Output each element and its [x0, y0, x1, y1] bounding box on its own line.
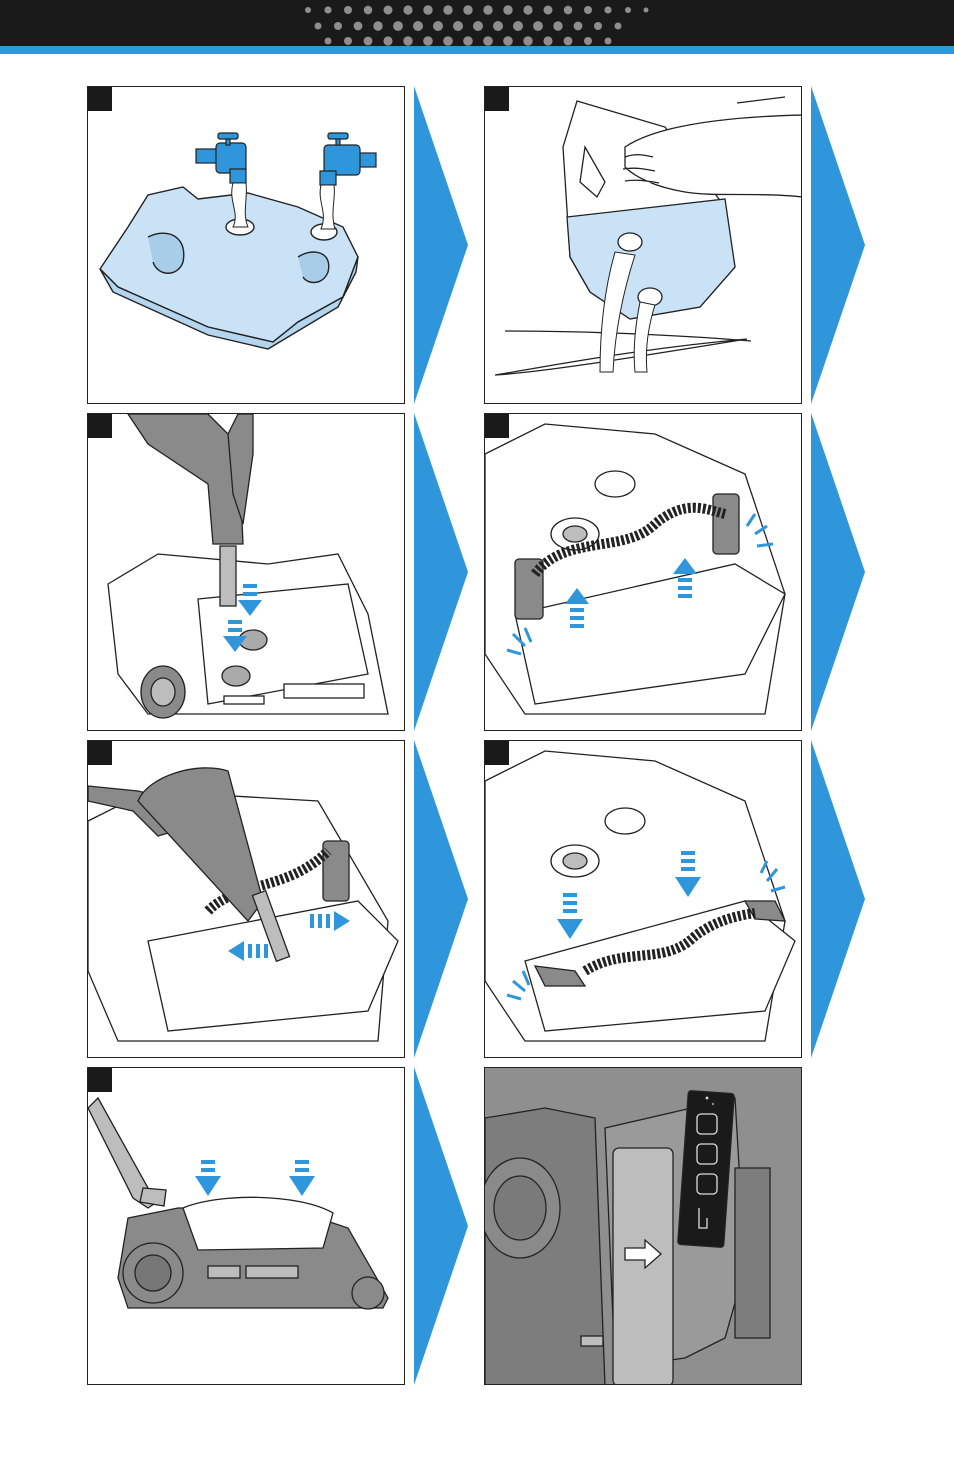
step-5-illustration: [88, 741, 405, 1058]
step-3-next-arrow: [411, 413, 471, 731]
step-3-panel: [87, 413, 405, 731]
step-3-illustration: [88, 414, 405, 731]
step-4-next-arrow: [808, 413, 868, 731]
step-5-panel: [87, 740, 405, 1058]
step-7-illustration: [88, 1068, 405, 1385]
header-accent-line: [0, 46, 954, 54]
step-7-panel: [87, 1067, 405, 1385]
step-4-illustration: [485, 414, 802, 731]
step-6-illustration: [485, 741, 802, 1058]
step-6-panel: [484, 740, 802, 1058]
header-dot-pattern: [0, 0, 954, 46]
step-2-next-arrow: [808, 86, 868, 404]
step-2-illustration: [485, 87, 802, 404]
step-1-panel: [87, 86, 405, 404]
step-5-next-arrow: [411, 740, 471, 1058]
step-1-illustration: [88, 87, 405, 404]
step-8-illustration: [485, 1068, 802, 1385]
step-1-next-arrow: [411, 86, 471, 404]
step-7-next-arrow: [411, 1067, 471, 1385]
step-2-panel: [484, 86, 802, 404]
step-8-panel: [484, 1067, 802, 1385]
step-6-next-arrow: [808, 740, 868, 1058]
step-4-panel: [484, 413, 802, 731]
